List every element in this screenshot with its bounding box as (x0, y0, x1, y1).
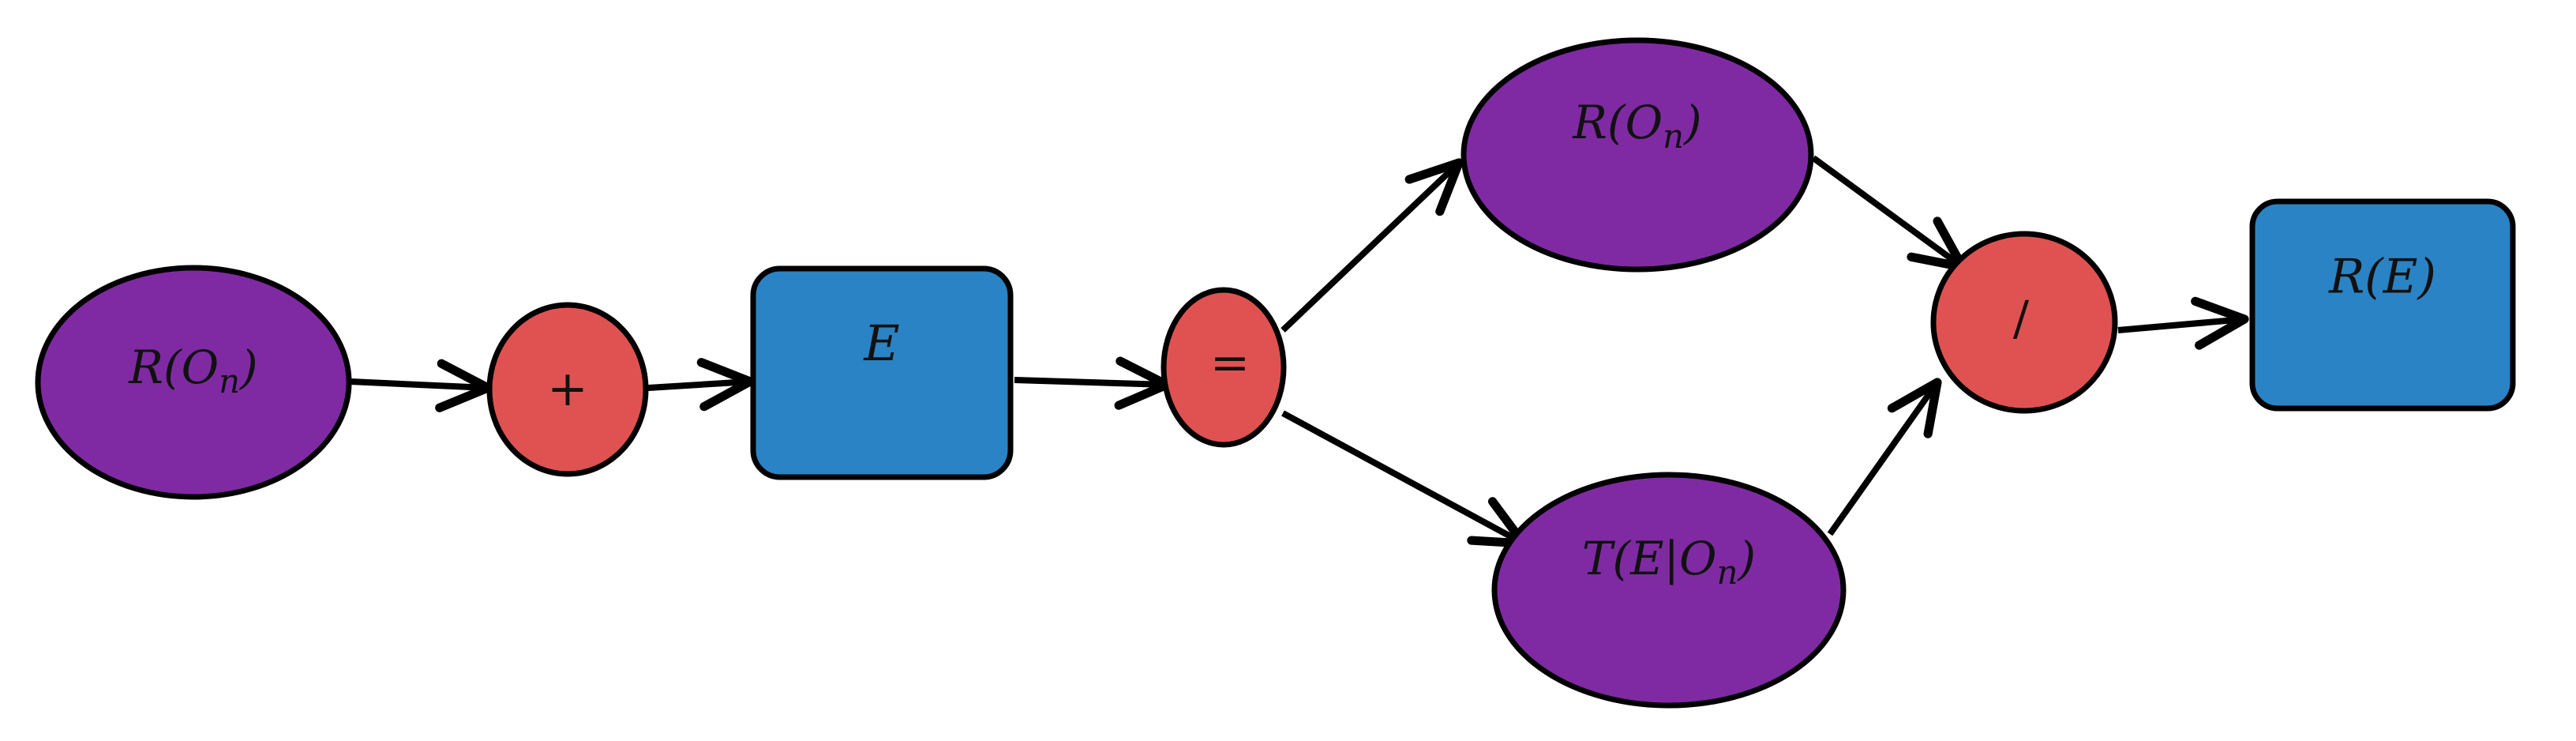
r-e-output-label: R(E) (2328, 250, 2436, 305)
node-r-on-top: R(On) (1460, 37, 1814, 273)
node-divide-operator: / (1930, 231, 2118, 414)
edge-plus-to-e (647, 358, 755, 412)
node-t-e-given-on-label: T(E|O (1582, 532, 1717, 585)
node-plus-operator: + (486, 302, 649, 477)
node-r-e-output: R(E) (2249, 198, 2516, 412)
svg-text:R(On): R(On) (128, 340, 257, 400)
equals-operator-label: = (1210, 336, 1250, 391)
divide-operator-label: / (2013, 292, 2030, 347)
edge-equals-to-r-on-top (1281, 158, 1464, 333)
plus-operator-label: + (547, 359, 588, 417)
edge-equals-to-t-e-on (1281, 410, 1528, 548)
node-t-e-given-on-subscript: n (1717, 553, 1738, 592)
edge-r-on-to-plus (350, 359, 493, 412)
node-e-box: E (750, 265, 1014, 480)
node-r-on-input-label: R(O (128, 340, 219, 394)
edge-divide-to-r-e (2117, 296, 2249, 350)
svg-text:R(On): R(On) (1572, 96, 1701, 155)
node-r-on-top-label: R(O (1572, 96, 1663, 149)
node-r-on-input-subscript: n (219, 362, 240, 401)
svg-text:T(E|On): T(E|On) (1582, 532, 1756, 591)
node-r-on-top-subscript: n (1663, 117, 1684, 156)
node-equals-operator: = (1161, 287, 1287, 448)
e-box-label: E (863, 314, 899, 372)
node-t-e-given-on-close: ) (1737, 532, 1757, 585)
node-r-on-top-close: ) (1682, 96, 1702, 149)
edges (350, 155, 2249, 548)
node-t-e-given-on: T(E|On) (1491, 472, 1847, 709)
edge-t-e-on-to-divide (1827, 378, 1942, 536)
node-r-on-input-close: ) (238, 340, 258, 394)
node-r-on-input: R(On) (35, 265, 352, 500)
edge-e-to-equals (1014, 356, 1172, 410)
edge-r-on-top-to-divide (1811, 155, 1967, 272)
